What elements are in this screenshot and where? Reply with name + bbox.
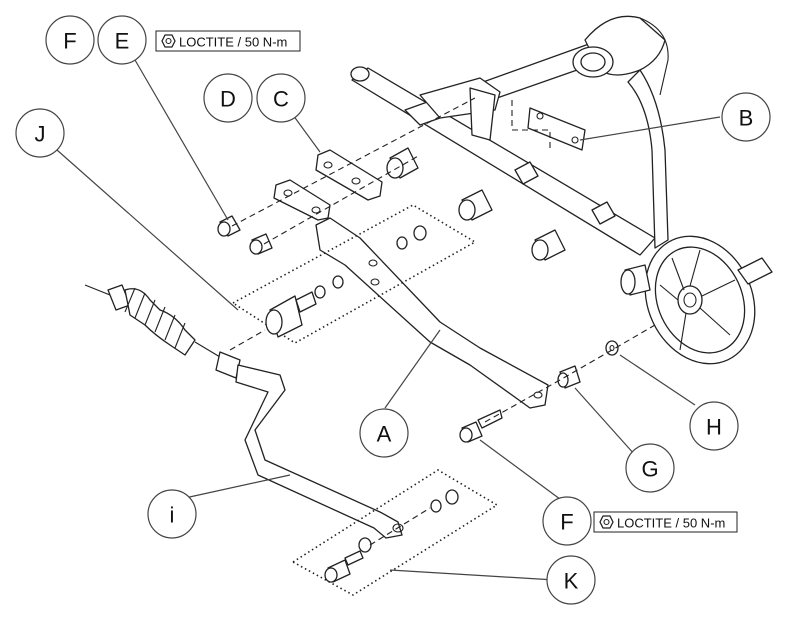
callout-a: A <box>359 408 409 458</box>
callout-h: H <box>689 401 739 451</box>
callout-h-label: H <box>706 415 722 440</box>
callout-d-label: D <box>220 87 236 112</box>
bushings <box>386 147 566 261</box>
callout-e: E <box>97 15 147 65</box>
nut-hexagon-icon <box>599 515 614 529</box>
loctite-note-bottom-text: LOCTITE / 50 N-m <box>617 516 725 531</box>
callout-f-top-label: F <box>63 29 76 54</box>
callout-d: D <box>203 73 253 123</box>
loctite-note-top: LOCTITE / 50 N-m <box>155 30 301 52</box>
callout-i-label: i <box>170 503 175 528</box>
callout-f-bottom-label: F <box>560 510 573 535</box>
hardware-kit-lower <box>291 469 499 596</box>
loctite-note-bottom: LOCTITE / 50 N-m <box>593 511 738 533</box>
callout-e-label: E <box>115 29 130 54</box>
callout-b-label: B <box>739 106 754 131</box>
callout-j: J <box>15 108 65 158</box>
hardware-kit-upper <box>231 204 477 344</box>
callout-i: i <box>147 489 197 539</box>
callout-g: G <box>625 443 675 493</box>
frame-assembly <box>350 15 669 256</box>
callout-f-top: F <box>45 15 95 65</box>
callout-a-label: A <box>377 422 392 447</box>
callout-c: C <box>256 73 306 123</box>
leader-lines <box>56 59 721 581</box>
callout-c-label: C <box>273 87 289 112</box>
callout-k: K <box>546 555 596 605</box>
plate-d <box>273 179 331 221</box>
lever-a <box>315 217 549 409</box>
loctite-note-top-text: LOCTITE / 50 N-m <box>179 35 287 50</box>
cable-spring <box>84 284 241 379</box>
callout-j-label: J <box>35 122 46 147</box>
plate-c <box>315 149 383 201</box>
callout-b: B <box>721 92 771 142</box>
nut-hexagon-icon <box>161 34 176 48</box>
callout-k-label: K <box>564 569 579 594</box>
assembly-axis-lines <box>229 97 656 423</box>
rod-i <box>235 364 404 539</box>
callout-f-bottom: F <box>542 496 592 546</box>
callout-g-label: G <box>641 457 658 482</box>
hand-wheel <box>620 235 773 365</box>
